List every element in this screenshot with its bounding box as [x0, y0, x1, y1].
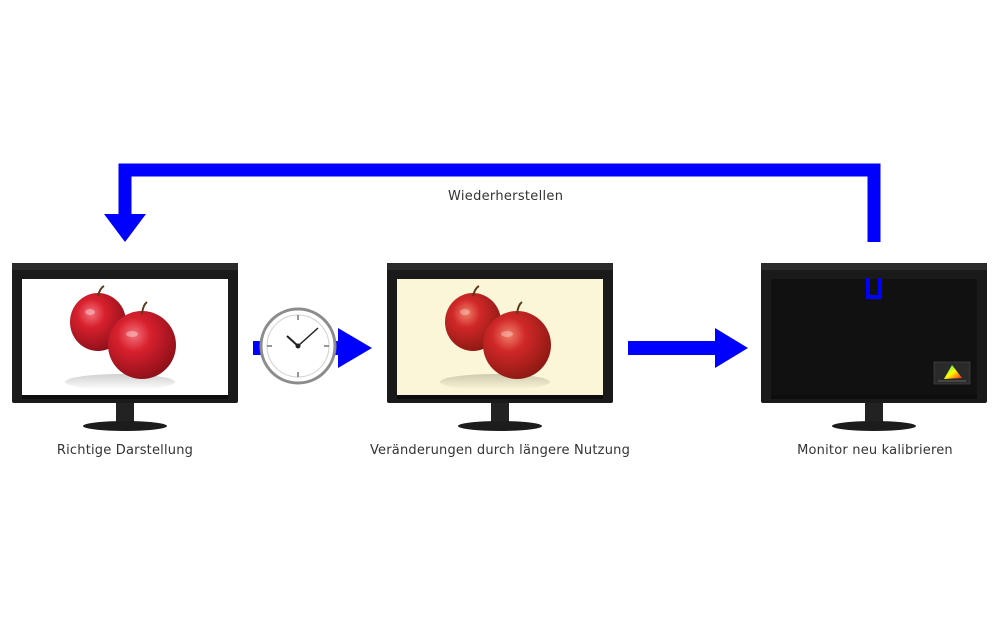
- monitor-shifted: [387, 263, 613, 431]
- caption-long-term-change: Veränderungen durch längere Nutzung: [369, 443, 631, 458]
- monitor-correct: [12, 263, 238, 431]
- restore-label: Wiederherstellen: [448, 189, 564, 204]
- monitor-calibrating: [761, 263, 987, 431]
- restore-loop-arrow: [104, 163, 881, 242]
- apples-image-tinted: [440, 285, 551, 390]
- calibration-sensor-icon: [866, 278, 882, 299]
- caption-recalibrate: Monitor neu kalibrieren: [797, 443, 953, 458]
- clock-icon: [259, 307, 337, 385]
- color-gamut-icon: [933, 361, 971, 385]
- caption-correct-display: Richtige Darstellung: [56, 443, 194, 458]
- apples-image: [65, 285, 176, 390]
- calibrate-arrow: [628, 328, 748, 368]
